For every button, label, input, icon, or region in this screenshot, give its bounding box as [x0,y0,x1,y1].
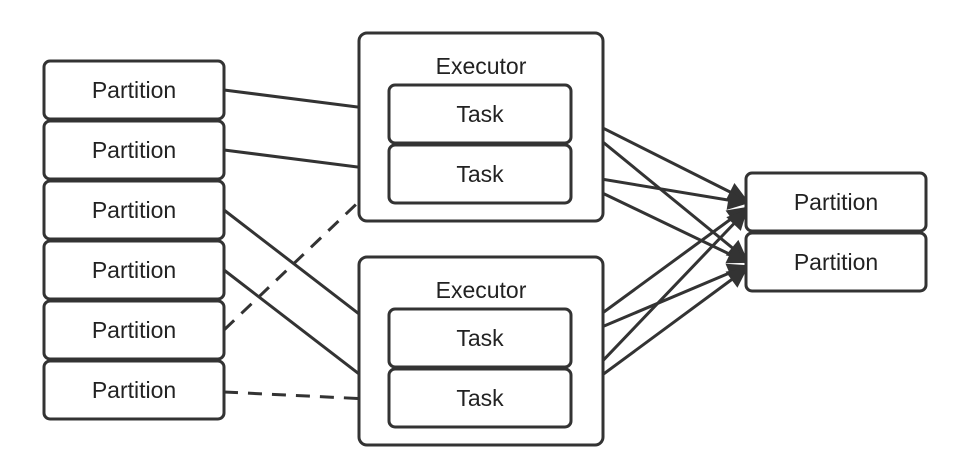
executor: Executor Task Task [357,31,605,223]
executor-label: Executor [436,277,527,303]
partition-label: Partition [92,77,176,103]
task-label: Task [456,161,504,187]
executor-label: Executor [436,53,527,79]
task: Task [387,83,573,145]
partition-label: Partition [92,257,176,283]
edge-p5-to-executor1-task2-dashed [222,171,391,332]
partition-label: Partition [92,197,176,223]
task: Task [387,367,573,429]
input-partition: Partition [42,59,226,121]
output-partition-column: Partition Partition [744,171,928,293]
executor: Executor Task Task [357,255,605,447]
output-partition: Partition [744,231,928,293]
task-label: Task [456,101,504,127]
input-partition: Partition [42,239,226,301]
task-label: Task [456,325,504,351]
task-label: Task [456,385,504,411]
partition-label: Partition [92,137,176,163]
partition-label: Partition [92,377,176,403]
input-partition: Partition [42,359,226,421]
partition-label: Partition [794,189,878,215]
partition-label: Partition [92,317,176,343]
input-partition: Partition [42,299,226,361]
task: Task [387,307,573,369]
task: Task [387,143,573,205]
input-partition-column: Partition Partition Partition Partition … [42,59,226,421]
input-partition: Partition [42,119,226,181]
partition-label: Partition [794,249,878,275]
output-partition: Partition [744,171,928,233]
edge-p6-to-executor2-task2-dashed [223,389,391,410]
input-partition: Partition [42,179,226,241]
